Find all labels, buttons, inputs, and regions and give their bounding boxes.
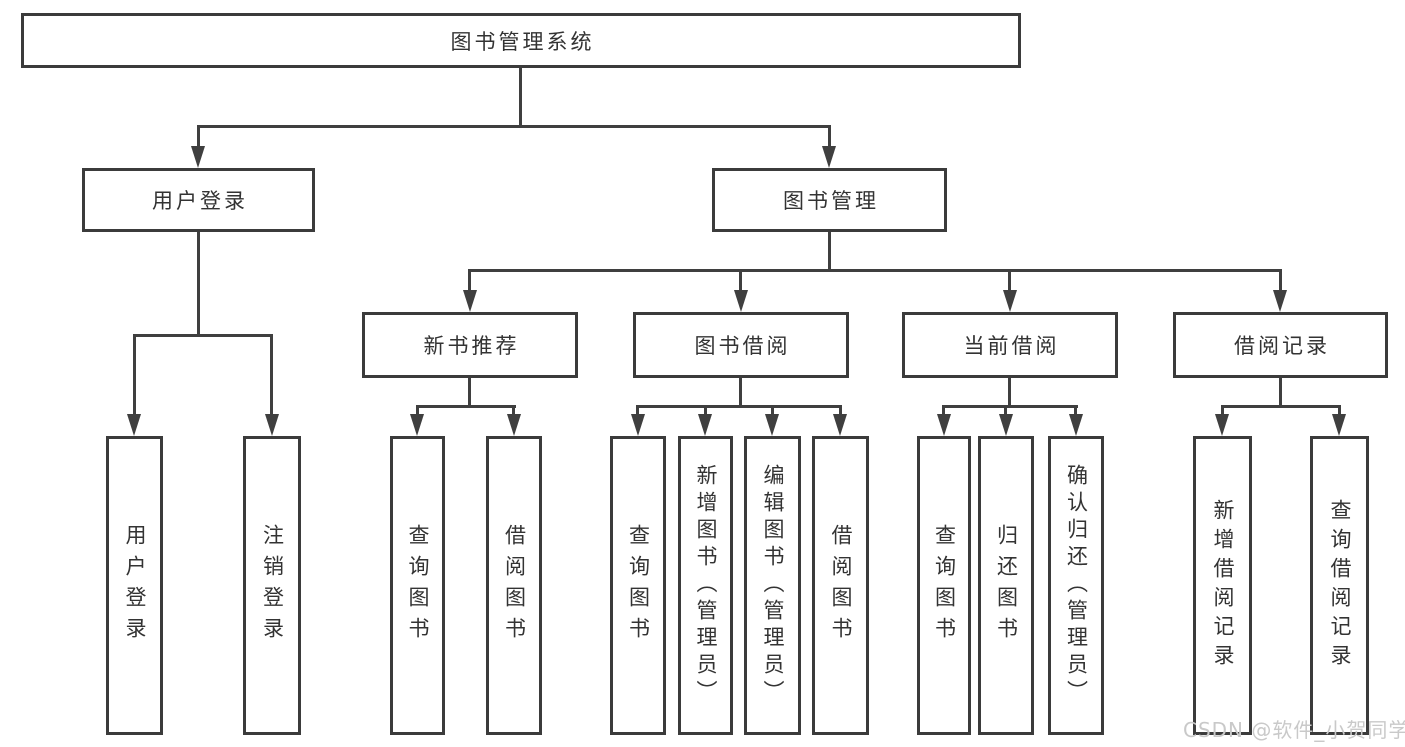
- node-root-label: 图书管理系统: [450, 29, 595, 54]
- connector-drop-bb-add: [704, 405, 707, 416]
- leaf-bb-edit-book-label: 编辑图书（管理员）: [761, 464, 785, 707]
- connector-cb-stem: [1008, 378, 1011, 407]
- connector-drop-book-borrow: [739, 269, 742, 292]
- leaf-bb-borrow-book: 借阅图书: [812, 436, 869, 735]
- connector-drop-bb-borrow: [839, 405, 842, 416]
- node-new-book-recommend-label: 新书推荐: [423, 334, 520, 358]
- arrowhead-borrow-records: [1273, 290, 1287, 312]
- connector-drop-book-management: [828, 125, 831, 148]
- leaf-nbr-borrow-book: 借阅图书: [486, 436, 542, 735]
- leaf-cb-query-book: 查询图书: [917, 436, 971, 735]
- connector-root-stem: [519, 68, 522, 128]
- arrowhead-bb-add: [698, 414, 712, 436]
- node-book-borrow: 图书借阅: [633, 312, 849, 378]
- node-new-book-recommend: 新书推荐: [362, 312, 578, 378]
- node-book-management-label: 图书管理: [783, 189, 879, 213]
- connector-drop-bb-query: [636, 405, 639, 416]
- connector-drop-bb-edit: [771, 405, 774, 416]
- leaf-cb-return-book: 归还图书: [978, 436, 1034, 735]
- connector-drop-cb-return: [1004, 405, 1007, 416]
- connector-br-rail: [1221, 405, 1340, 408]
- arrowhead-user-login: [191, 146, 205, 168]
- arrowhead-bb-query: [631, 414, 645, 436]
- node-root: 图书管理系统: [21, 13, 1021, 68]
- leaf-br-query-record-label: 查询借阅记录: [1328, 498, 1352, 673]
- node-borrow-records: 借阅记录: [1173, 312, 1388, 378]
- arrowhead-cb-confirm: [1069, 414, 1083, 436]
- leaf-user-login: 用户登录: [106, 436, 163, 735]
- connector-drop-cb-confirm: [1074, 405, 1077, 416]
- leaf-bb-query-book: 查询图书: [610, 436, 666, 735]
- connector-drop-borrow-records: [1279, 269, 1282, 292]
- leaf-cb-query-book-label: 查询图书: [932, 523, 957, 648]
- connector-drop-current-borrow: [1008, 269, 1011, 292]
- leaf-br-add-record: 新增借阅记录: [1193, 436, 1252, 735]
- connector-drop-nbr-query: [416, 405, 419, 416]
- leaf-bb-edit-book: 编辑图书（管理员）: [744, 436, 801, 735]
- leaf-nbr-query-book: 查询图书: [390, 436, 445, 735]
- arrowhead-br-query: [1332, 414, 1346, 436]
- connector-drop-logout-leaf: [270, 334, 273, 416]
- leaf-cb-return-book-label: 归还图书: [994, 523, 1019, 648]
- leaf-cb-confirm-return: 确认归还（管理员）: [1048, 436, 1104, 735]
- node-current-borrow-label: 当前借阅: [963, 334, 1060, 358]
- connector-cb-rail: [942, 405, 1078, 408]
- connector-drop-br-add: [1221, 405, 1224, 416]
- node-user-login-label: 用户登录: [152, 189, 248, 213]
- arrowhead-cb-query: [937, 414, 951, 436]
- arrowhead-nbr-borrow: [507, 414, 521, 436]
- node-current-borrow: 当前借阅: [902, 312, 1118, 378]
- leaf-br-query-record: 查询借阅记录: [1310, 436, 1369, 735]
- leaf-bb-add-book-label: 新增图书（管理员）: [694, 464, 718, 707]
- leaf-bb-query-book-label: 查询图书: [626, 523, 651, 648]
- connector-drop-br-query: [1338, 405, 1341, 416]
- connector-level3-rail: [468, 269, 1282, 272]
- leaf-br-add-record-label: 新增借阅记录: [1211, 498, 1235, 673]
- leaf-user-login-label: 用户登录: [123, 523, 147, 648]
- arrowhead-cb-return: [999, 414, 1013, 436]
- connector-br-stem: [1279, 378, 1282, 407]
- arrowhead-new-book-recommend: [463, 290, 477, 312]
- node-book-management: 图书管理: [712, 168, 947, 232]
- leaf-nbr-query-book-label: 查询图书: [406, 523, 430, 648]
- arrowhead-book-borrow: [734, 290, 748, 312]
- arrowhead-user-login-leaf: [127, 414, 141, 436]
- arrowhead-bb-edit: [765, 414, 779, 436]
- leaf-bb-add-book: 新增图书（管理员）: [678, 436, 733, 735]
- leaf-cb-confirm-return-label: 确认归还（管理员）: [1064, 464, 1089, 707]
- node-user-login: 用户登录: [82, 168, 315, 232]
- connector-nbr-stem: [468, 378, 471, 407]
- connector-drop-new-book-recommend: [468, 269, 471, 292]
- leaf-nbr-borrow-book-label: 借阅图书: [502, 523, 527, 648]
- arrowhead-book-management: [822, 146, 836, 168]
- connector-user-login-stem: [197, 232, 200, 337]
- connector-drop-nbr-borrow: [512, 405, 515, 416]
- connector-user-login-rail: [133, 334, 273, 337]
- connector-book-management-stem: [828, 232, 831, 272]
- arrowhead-current-borrow: [1003, 290, 1017, 312]
- connector-level2-rail: [197, 125, 831, 128]
- connector-bb-rail: [636, 405, 842, 408]
- arrowhead-nbr-query: [410, 414, 424, 436]
- leaf-bb-borrow-book-label: 借阅图书: [829, 523, 853, 648]
- connector-bb-stem: [739, 378, 742, 407]
- connector-drop-user-login-leaf: [133, 334, 136, 416]
- arrowhead-br-add: [1215, 414, 1229, 436]
- leaf-logout: 注销登录: [243, 436, 301, 735]
- node-borrow-records-label: 借阅记录: [1234, 334, 1330, 358]
- leaf-logout-label: 注销登录: [260, 523, 285, 648]
- node-book-borrow-label: 图书借阅: [694, 334, 791, 358]
- connector-drop-user-login: [197, 125, 200, 148]
- arrowhead-bb-borrow: [833, 414, 847, 436]
- csdn-watermark: CSDN @软件_小贺同学: [1183, 718, 1405, 742]
- arrowhead-logout-leaf: [265, 414, 279, 436]
- connector-drop-cb-query: [942, 405, 945, 416]
- connector-nbr-rail: [416, 405, 516, 408]
